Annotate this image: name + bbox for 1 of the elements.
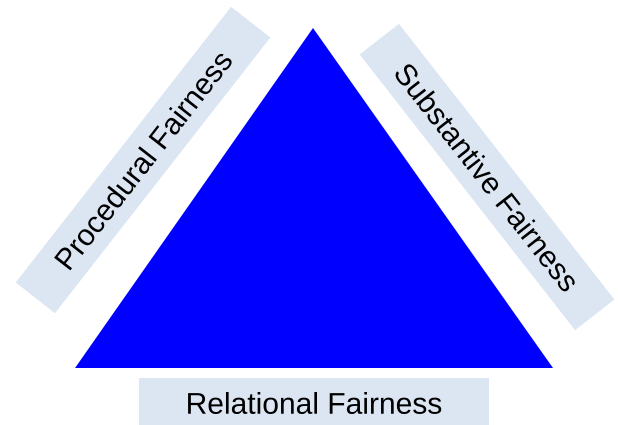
label-band: Relational Fairness xyxy=(139,378,489,425)
